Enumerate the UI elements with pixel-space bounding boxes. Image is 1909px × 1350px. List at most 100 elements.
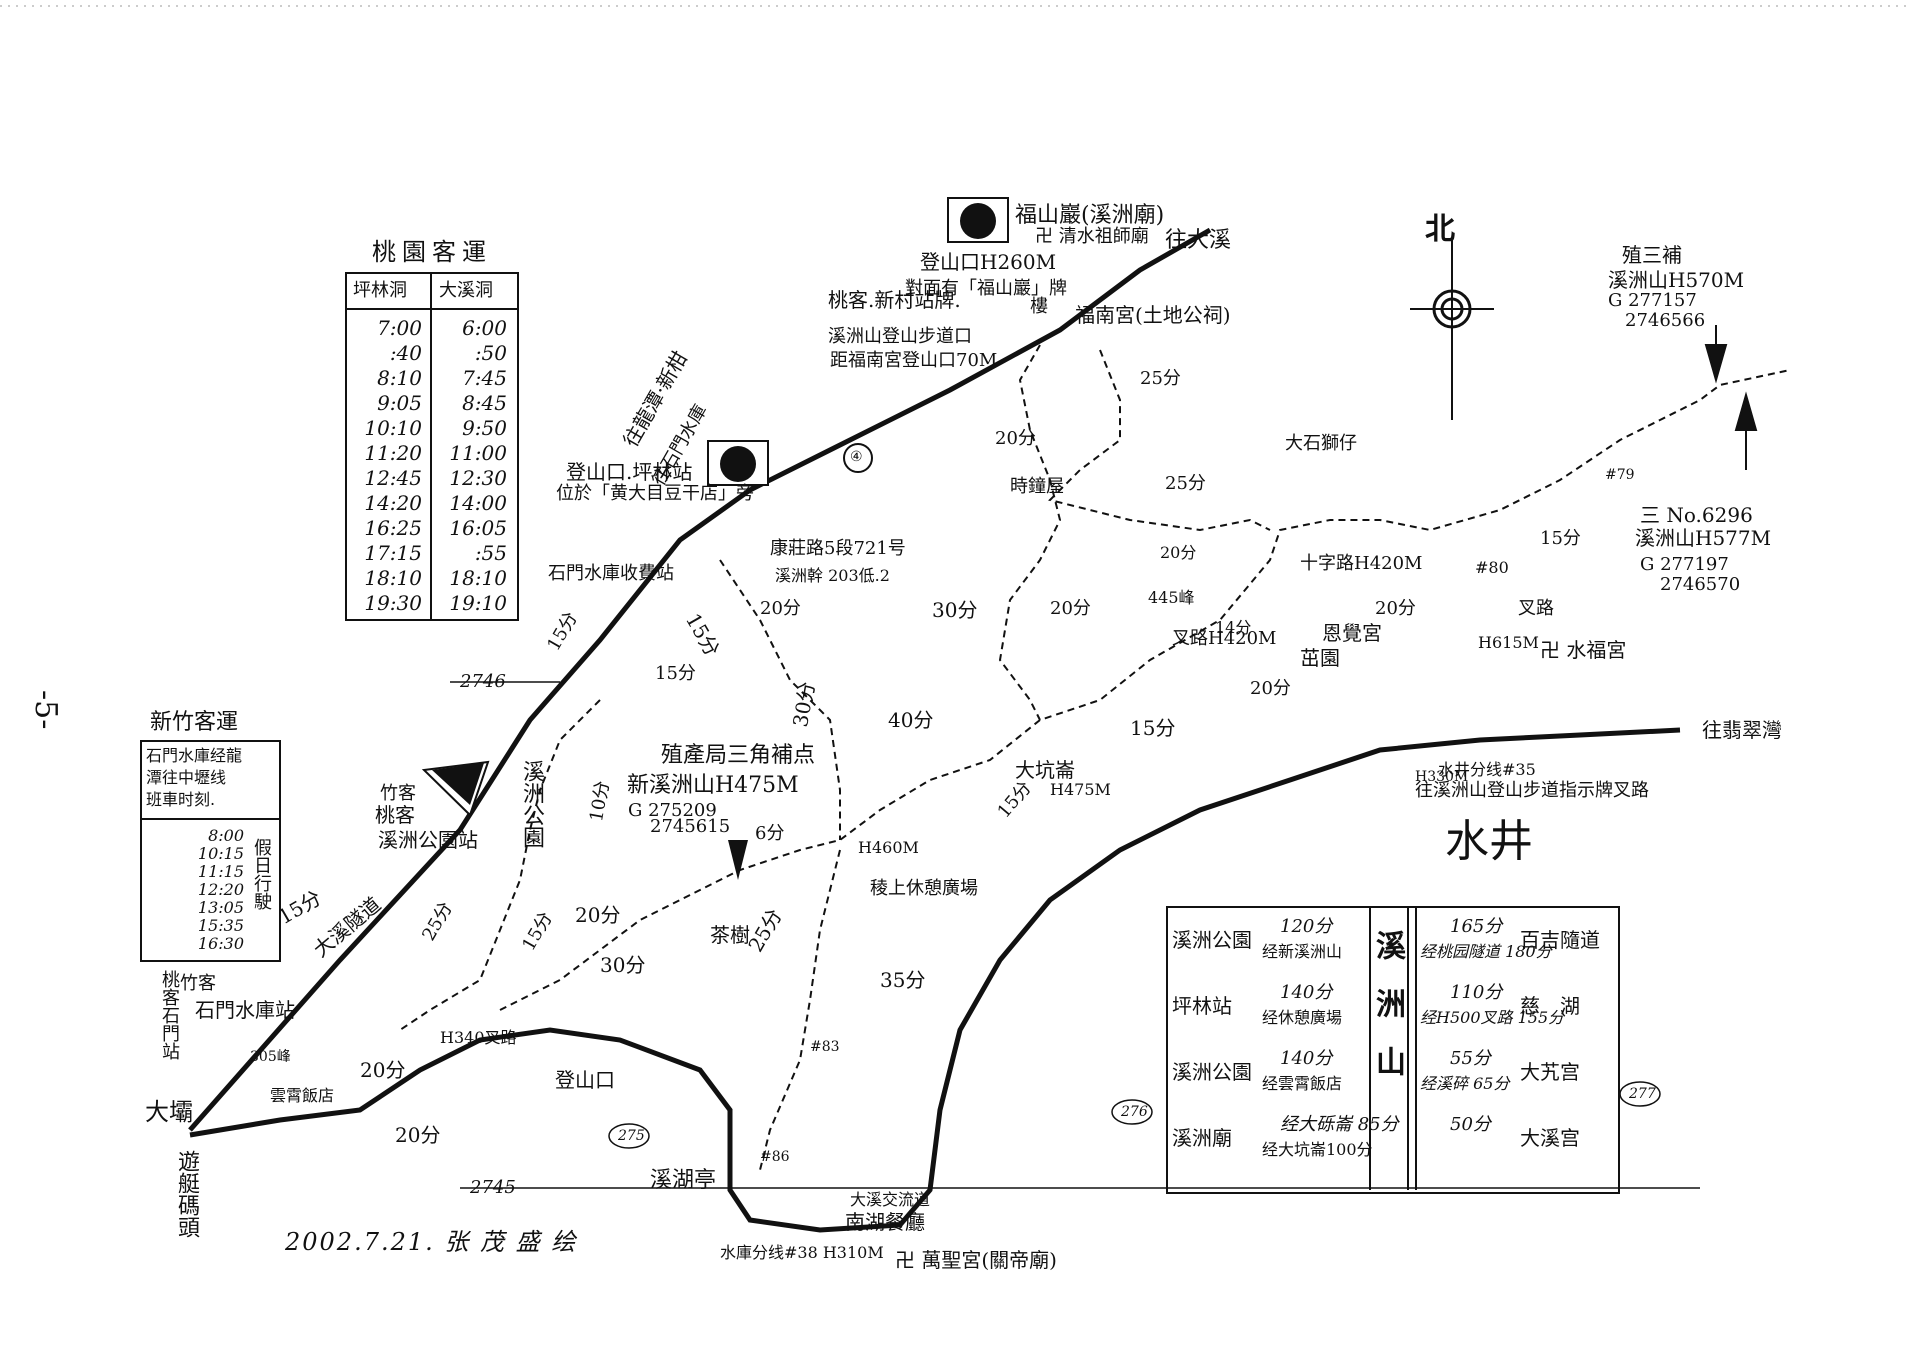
- signature: 2002.7.21. 张 茂 盛 绘: [285, 1228, 578, 1256]
- timetable-cell: 9:50: [462, 416, 507, 440]
- map-label-h615: H615M: [1478, 633, 1539, 652]
- map-label-yunxiao: 雲霄飯店: [270, 1086, 335, 1105]
- peak-arrow-475: [728, 840, 748, 880]
- legend-time: 140分: [1280, 1048, 1333, 1069]
- map-label-dashigui: 大石獅仔: [1285, 433, 1357, 454]
- timetable-cell: 6:00: [462, 316, 507, 340]
- bus-stop-icon-park: [421, 760, 490, 817]
- legend-via: 经桃园隧道 180分: [1420, 942, 1552, 961]
- map-label-g570a: G 277157: [1608, 290, 1697, 311]
- timetable-cell: 16:05: [449, 516, 507, 540]
- timetable-cell: 19:30: [364, 591, 422, 615]
- timetable-cell: 8:45: [462, 391, 507, 415]
- map-label-trailhead-260: 登山口H260M: [920, 250, 1057, 274]
- legend-via: 经H500叉路 155分: [1420, 1008, 1565, 1027]
- map-label-to-xizhou-sign: 往溪洲山登山步道指示牌叉路: [1415, 780, 1649, 801]
- legend-time: 120分: [1280, 916, 1333, 937]
- legend-title: 溪洲山: [1370, 930, 1405, 1104]
- map-label-to-daxi: 往大溪: [1165, 228, 1232, 253]
- map-label-cross-420: 十字路H420M: [1300, 553, 1423, 574]
- map-label-g2: 2745615: [650, 816, 731, 837]
- map-label-shuifugong: 卍 水福宮: [1540, 638, 1627, 662]
- map-label-trail-pinglin: 登山口.坪林站: [566, 460, 693, 484]
- map-label-shimen-res: 石門水庫站: [195, 998, 295, 1022]
- map-label-t25a: 25分: [1140, 368, 1181, 389]
- legend-place: 百吉隨道: [1520, 928, 1600, 952]
- map-label-trail-pinglin2: 位於「黄大目豆干店」旁: [556, 483, 754, 504]
- timetable-cell: 18:10: [449, 566, 507, 590]
- legend-via: 经溪碎 65分: [1420, 1074, 1510, 1093]
- map-label-sanjiao: 三 No.6296: [1640, 503, 1753, 527]
- map-label-no79: #79: [1605, 467, 1635, 483]
- grid-276: 276: [1121, 1104, 1148, 1120]
- map-label-t20h: 20分: [395, 1123, 441, 1147]
- timetable-cell: 14:00: [449, 491, 507, 515]
- peak-arrow-570: [1704, 325, 1728, 384]
- map-label-t30c: 30分: [600, 953, 646, 977]
- map-label-no80: #80: [1475, 558, 1509, 577]
- timetable-cell: :50: [474, 341, 507, 365]
- trail-mid: [719, 559, 841, 840]
- map-label-enjuegong: 恩覺宮: [1322, 621, 1382, 645]
- map-label-xin-xizhou: 新溪洲山H475M: [627, 773, 799, 798]
- map-label-no86: #86: [760, 1149, 790, 1165]
- hsinchu-note-3: 班車时刻.: [146, 790, 216, 809]
- map-label-h330: H330M: [1415, 769, 1469, 785]
- timetable-cell: 18:10: [364, 566, 422, 590]
- timetable-cell: 8:10: [377, 366, 422, 390]
- map-label-sign-taoke: 桃客.新村站牌.: [828, 288, 961, 312]
- map-label-qingshui: 卍 清水祖師廟: [1035, 226, 1149, 247]
- map-label-t40: 40分: [888, 708, 934, 732]
- trail-south: [759, 849, 841, 1171]
- map-label-rest-plaza: 稜上休憩廣場: [870, 878, 978, 899]
- map-label-sign-lou: 樓: [1030, 296, 1048, 317]
- map-label-xihu-temple: 溪湖亭: [650, 1168, 717, 1193]
- map-label-trailhead-dk: 登山口: [555, 1068, 615, 1092]
- hsinchu-time: 10:15: [197, 844, 244, 863]
- legend-place: 溪洲公園: [1172, 1060, 1252, 1084]
- map-label-kangzhuang: 康莊路5段721号: [770, 538, 906, 559]
- map-label-xizhou-park: 溪洲公園: [519, 760, 544, 848]
- map-label-t20f: 20分: [575, 903, 621, 927]
- taoyuan-bus-title: 桃園客運: [372, 238, 492, 266]
- legend-time: 55分: [1450, 1048, 1491, 1069]
- legend-place: 溪洲公園: [1172, 928, 1252, 952]
- legend-time: 50分: [1450, 1114, 1491, 1135]
- map-label-zhuke-park: 竹客: [380, 783, 416, 804]
- map-label-shimen-toll: 石門水庫收費站: [548, 563, 674, 584]
- map-label-peak-445: 445峰: [1148, 588, 1195, 607]
- map-label-no83: #83: [810, 1039, 840, 1055]
- trail-main: [499, 369, 1791, 1011]
- timetable-cell: 16:25: [364, 516, 422, 540]
- map-label-to-zhuhu: 往翡翠灣: [1702, 718, 1782, 742]
- map-label-t6: 6分: [755, 823, 785, 844]
- highway-4: [188, 227, 1212, 1132]
- bus-stop-icon-fushan: [947, 197, 1009, 243]
- map-label-fork-615: 叉路: [1518, 598, 1554, 619]
- legend-via: 经新溪洲山: [1262, 942, 1343, 961]
- map-label-g570b: 2746566: [1625, 310, 1706, 331]
- map-label-zhi-sanbu: 殖三補: [1622, 243, 1682, 267]
- map-label-t20a: 20分: [995, 428, 1036, 449]
- route-number: ④: [850, 449, 863, 465]
- map-label-boat: 遊艇碼頭: [174, 1150, 199, 1238]
- map-label-dam: 大壩: [145, 1098, 193, 1126]
- map-label-taoke-shimen: 桃客石門站: [159, 970, 180, 1060]
- map-label-taoke-park: 桃客: [375, 803, 415, 827]
- map-label-t20e: 20分: [1250, 678, 1291, 699]
- legend-place: 溪洲廟: [1172, 1126, 1232, 1150]
- map-label-h460: H460M: [858, 838, 919, 857]
- map-label-peak-305: 305峰: [250, 1049, 291, 1065]
- legend-place: 坪林站: [1172, 994, 1232, 1018]
- map-label-t20b: 20分: [1050, 598, 1091, 619]
- map-label-g577b: 2746570: [1660, 574, 1741, 595]
- timetable-cell: 11:00: [449, 441, 507, 465]
- map-label-t30a: 30分: [932, 598, 978, 622]
- bus-stop-icon-pinglin: [707, 440, 769, 486]
- reservoir-shore: [189, 727, 1681, 1233]
- legend-time: 140分: [1280, 982, 1333, 1003]
- page-number: -5-: [28, 690, 63, 730]
- map-label-nanhu: 南湖餐廳: [845, 1210, 925, 1234]
